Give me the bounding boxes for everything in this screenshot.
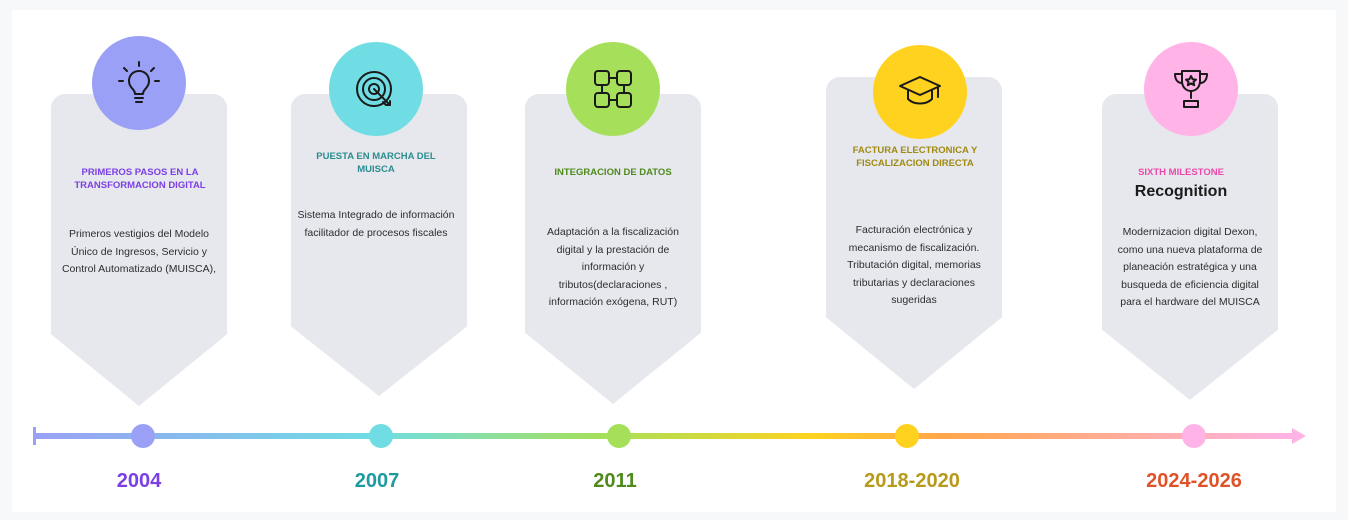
milestone-card-2024-2026	[1102, 94, 1278, 400]
timeline-dot-2004	[131, 424, 155, 448]
timeline-dot-2024-2026	[1182, 424, 1206, 448]
graduation-cap-icon	[899, 76, 941, 105]
milestone-description-2004: Primeros vestigios del Modelo Único de I…	[61, 228, 217, 275]
milestone-title-2018-2020: FACTURA ELECTRONICA Y FISCALIZACION DIRE…	[852, 145, 978, 169]
milestone-title-2024-2026: SIXTH MILESTONE	[1138, 167, 1224, 178]
year-label-2024-2026: 2024-2026	[1146, 470, 1242, 492]
milestone-card-2004	[51, 94, 227, 406]
year-label-2011: 2011	[593, 470, 637, 492]
milestone-badge-2007	[329, 42, 423, 136]
milestone-description-2018-2020: Facturación electrónica y mecanismo de f…	[847, 224, 981, 306]
timeline-line	[33, 427, 1306, 445]
timeline-dot-2018-2020	[895, 424, 919, 448]
target-icon	[356, 71, 392, 107]
handshake-icon	[594, 70, 632, 108]
timeline-dot-2007	[369, 424, 393, 448]
milestone-card-2007	[291, 94, 467, 396]
milestone-description-2007: Sistema Integrado de información facilit…	[297, 209, 455, 239]
milestone-badge-2018-2020	[873, 45, 967, 139]
milestone-badge-2011	[566, 42, 660, 136]
milestone-title-2007: PUESTA EN MARCHA DEL MUISCA	[316, 151, 436, 175]
milestone-subtitle-2024-2026: Recognition	[1134, 183, 1228, 200]
year-label-2004: 2004	[116, 470, 162, 492]
year-label-2018-2020: 2018-2020	[864, 470, 960, 492]
milestone-badge-2004	[92, 36, 186, 130]
lightbulb-icon	[118, 61, 160, 103]
milestone-description-2011: Adaptación a la fiscalización digital y …	[547, 226, 679, 308]
milestone-badge-2024-2026	[1144, 42, 1238, 136]
timeline-dot-2011	[607, 424, 631, 448]
trophy-icon	[1174, 70, 1208, 108]
year-label-2007: 2007	[354, 470, 400, 492]
milestone-title-2004: PRIMEROS PASOS EN LA TRANSFORMACION DIGI…	[74, 167, 206, 191]
milestone-description-2024-2026: Modernizacion digital Dexon, como una nu…	[1117, 226, 1263, 308]
milestone-card-2011	[525, 94, 701, 404]
milestone-title-2011: INTEGRACION DE DATOS	[554, 167, 672, 178]
